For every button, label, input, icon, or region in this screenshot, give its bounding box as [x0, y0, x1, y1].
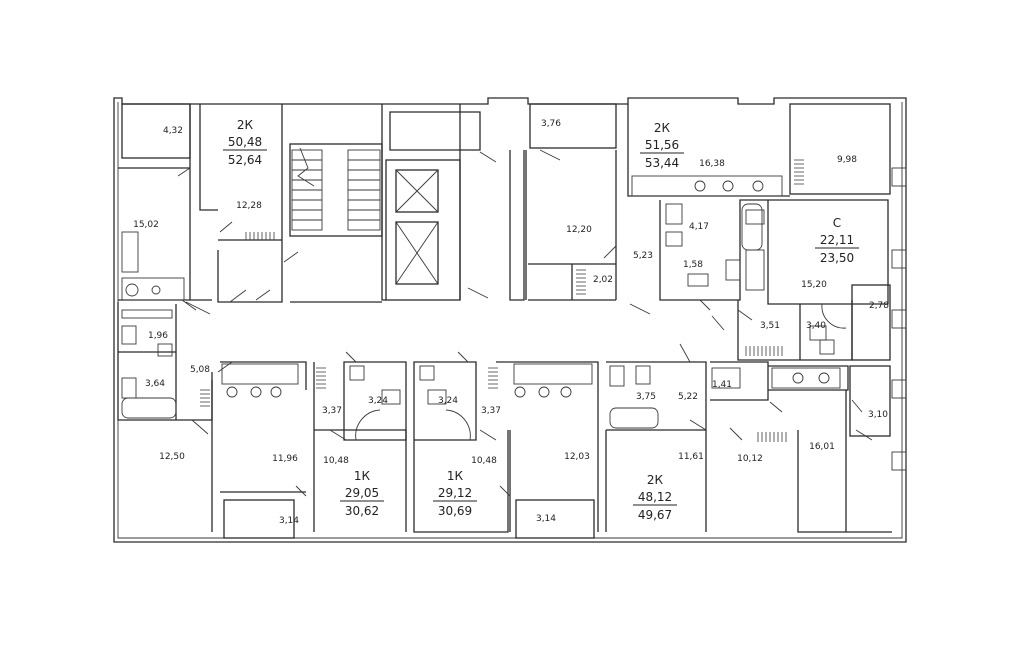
room-area: 5,08	[190, 365, 210, 375]
apt-living: 48,12	[638, 490, 672, 504]
apt-total: 30,62	[345, 504, 379, 518]
apt-type: 1К	[447, 469, 464, 483]
apt-living: 29,05	[345, 486, 379, 500]
radiators	[200, 159, 804, 442]
room-area: 2,78	[869, 301, 889, 311]
apartment-label-f: 2К 48,12 49,67	[633, 473, 677, 522]
room-area: 3,24	[368, 396, 388, 406]
apt-total: 53,44	[645, 156, 679, 170]
balconies	[121, 103, 891, 539]
apt-total: 23,50	[820, 251, 854, 265]
room-area: 11,96	[272, 454, 298, 464]
apt-living: 51,56	[645, 138, 679, 152]
apt-type: 2К	[237, 118, 254, 132]
room-area: 1,96	[148, 331, 168, 341]
apt-living: 22,11	[820, 233, 854, 247]
room-area: 4,32	[163, 126, 183, 136]
apartment-label-e: 1К 29,12 30,69	[433, 469, 477, 518]
room-areas: 4,32 15,02 12,28 3,76 12,20 2,02 5,23 4,…	[133, 119, 889, 526]
apt-type: 1К	[354, 469, 371, 483]
apartment-label-c: С 22,11 23,50	[815, 216, 859, 265]
room-area: 2,02	[593, 275, 613, 285]
apartment-label-b: 2К 51,56 53,44	[640, 121, 684, 170]
room-area: 12,28	[236, 201, 262, 211]
apartment-label-a: 2К 50,48 52,64	[223, 118, 267, 167]
room-area: 3,37	[322, 406, 342, 416]
apt-total: 49,67	[638, 508, 672, 522]
apt-type: 2К	[647, 473, 664, 487]
apt-total: 52,64	[228, 153, 262, 167]
apt-living: 50,48	[228, 135, 262, 149]
room-area: 3,24	[438, 396, 458, 406]
interior-walls	[117, 104, 892, 533]
room-area: 3,75	[636, 392, 656, 402]
room-area: 10,48	[471, 456, 497, 466]
room-area: 3,10	[868, 410, 888, 420]
room-area: 3,51	[760, 321, 780, 331]
room-area: 3,40	[806, 321, 826, 331]
room-area: 12,03	[564, 452, 590, 462]
apartment-label-d: 1К 29,05 30,62	[340, 469, 384, 518]
room-area: 11,61	[678, 452, 704, 462]
room-area: 5,22	[678, 392, 698, 402]
room-area: 1,58	[683, 260, 703, 270]
room-area: 9,98	[837, 155, 857, 165]
room-area: 3,64	[145, 379, 165, 389]
apt-type: С	[833, 216, 841, 230]
room-area: 15,20	[801, 280, 827, 290]
room-area: 12,50	[159, 452, 185, 462]
room-area: 3,76	[541, 119, 561, 129]
room-area: 5,23	[633, 251, 653, 261]
room-area: 12,20	[566, 225, 592, 235]
apt-total: 30,69	[438, 504, 472, 518]
room-area: 16,38	[699, 159, 725, 169]
apt-living: 29,12	[438, 486, 472, 500]
room-area: 3,37	[481, 406, 501, 416]
room-area: 10,12	[737, 454, 763, 464]
room-area: 3,14	[536, 514, 556, 524]
room-area: 3,14	[279, 516, 299, 526]
fixtures	[121, 175, 847, 441]
doors	[177, 149, 873, 497]
room-area: 4,17	[689, 222, 709, 232]
staircase	[291, 147, 381, 231]
apt-type: 2К	[654, 121, 671, 135]
room-area: 10,48	[323, 456, 349, 466]
room-area: 16,01	[809, 442, 835, 452]
room-area: 1,41	[712, 380, 732, 390]
room-area: 15,02	[133, 220, 159, 230]
